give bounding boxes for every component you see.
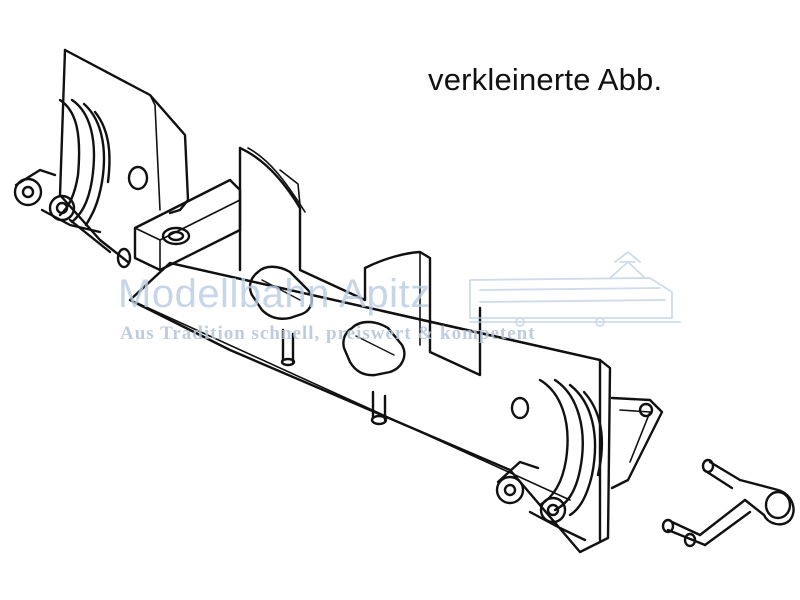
locomotive-watermark-icon <box>469 251 681 327</box>
main-frame <box>128 261 612 554</box>
right-spring-eye-inner <box>539 496 567 524</box>
right-spring-eye-outer <box>495 475 525 505</box>
caption-text: verkleinerte Abb. <box>428 62 663 97</box>
right-springs <box>495 378 604 542</box>
left-bracket <box>116 178 242 272</box>
left-end-plate <box>58 48 190 264</box>
coupling-lever-part <box>661 458 795 548</box>
right-frame-hole <box>510 396 530 420</box>
left-springs <box>13 98 112 254</box>
slot-right <box>342 320 406 377</box>
center-raised-block <box>238 146 482 377</box>
slot-left <box>248 265 314 320</box>
frame-pins <box>280 328 388 426</box>
watermark-subtitle: Aus Tradition schnell, preiswert & kompe… <box>120 323 536 344</box>
right-hanger <box>610 396 664 490</box>
left-plate-hole <box>127 165 149 191</box>
watermark-title: Modellbahn Apitz <box>118 272 431 316</box>
frame-slots <box>248 265 406 377</box>
left-spring-eye-outer <box>13 177 43 207</box>
bracket-hole <box>161 226 191 246</box>
